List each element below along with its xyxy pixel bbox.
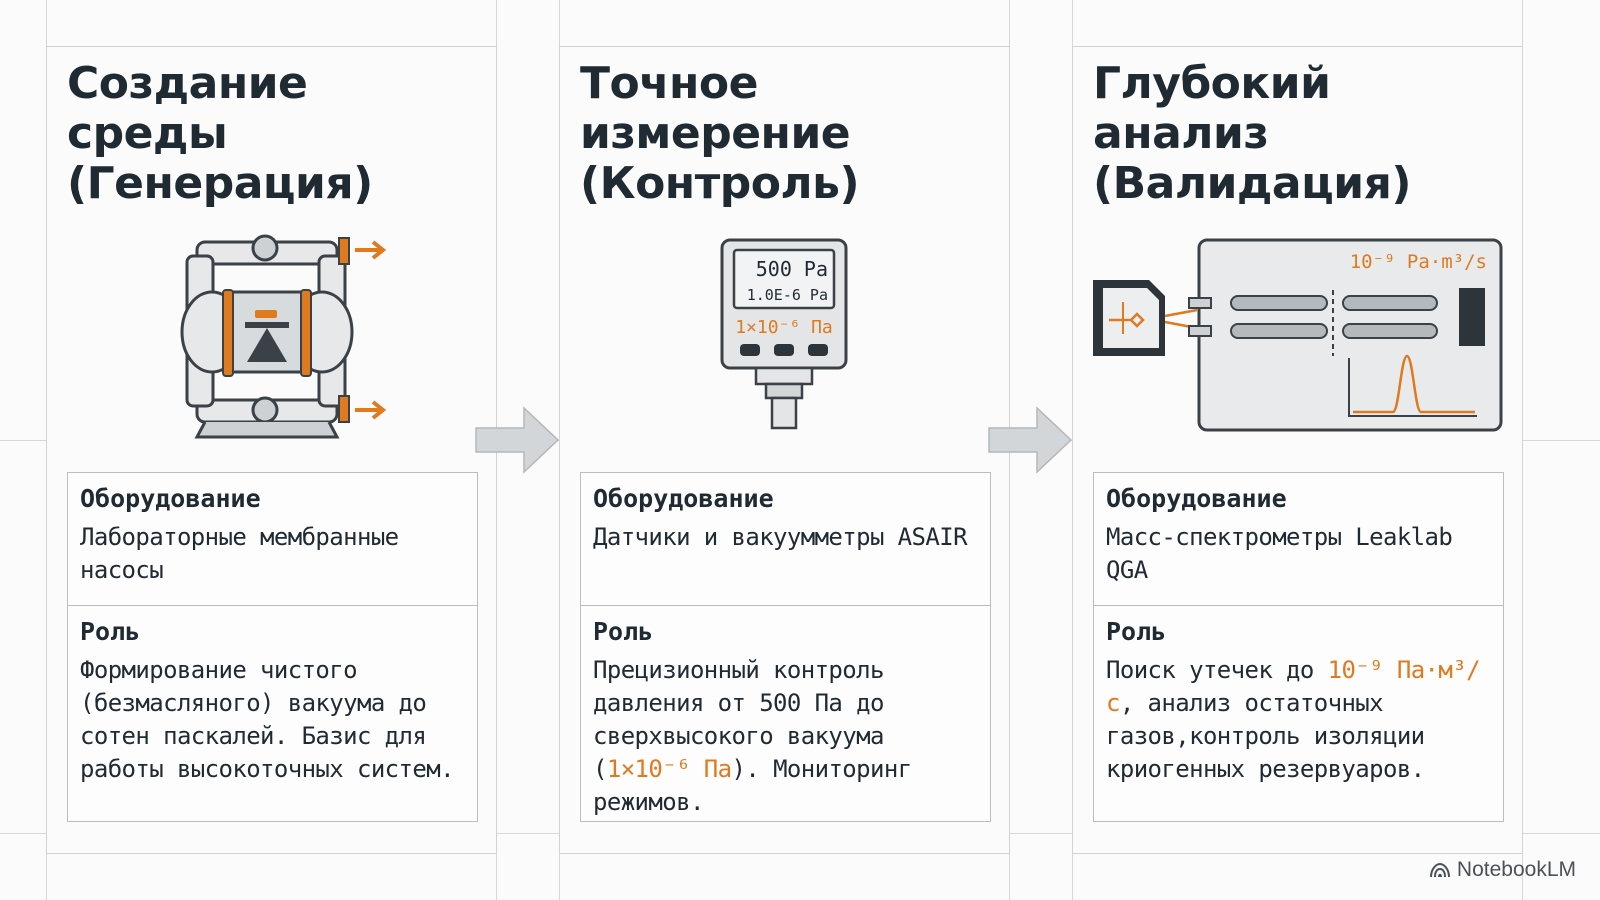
role-text-part: , анализ остаточных газов,контроль изоля… [1106, 689, 1425, 783]
role-text: Поиск утечек до 10⁻⁹ Па·м³/с, анализ ост… [1106, 654, 1491, 786]
equipment-section: Оборудование Лабораторные мембранные нас… [68, 473, 477, 606]
role-text: Прецизионный контроль давления от 500 Па… [593, 654, 978, 819]
panel-control: Точное измерение (Контроль) 500 Pa 1.0E-… [559, 46, 1010, 854]
diaphragm-pump-icon [47, 232, 496, 442]
panel-title: Создание среды (Генерация) [67, 58, 373, 209]
equipment-label: Оборудование [1106, 484, 1287, 513]
role-section: Роль Поиск утечек до 10⁻⁹ Па·м³/с, анали… [1094, 606, 1503, 821]
gauge-reading-primary: 500 Pa [756, 257, 828, 281]
mass-spectrometer-icon: 10⁻⁹ Pa·m³/s [1073, 232, 1522, 442]
equipment-text: Датчики и вакуумметры ASAIR [593, 523, 968, 551]
leak-rate-label: 10⁻⁹ Pa·m³/s [1350, 251, 1487, 273]
role-label: Роль [593, 617, 654, 646]
panel-title: Точное измерение (Контроль) [580, 58, 860, 209]
panel-generation: Создание среды (Генерация) [46, 46, 497, 854]
gauge-reading-secondary: 1.0E-6 Pa [747, 286, 828, 304]
role-section: Роль Прецизионный контроль давления от 5… [581, 606, 990, 821]
panel-validation: Глубокий анализ (Валидация) 10⁻⁹ Pa·m³/ [1072, 46, 1523, 854]
info-card: Оборудование Лабораторные мембранные нас… [67, 472, 478, 822]
role-text: Формирование чистого (безмасляного) ваку… [80, 656, 455, 783]
info-card: Оборудование Датчики и вакуумметры ASAIR… [580, 472, 991, 822]
panel-title: Глубокий анализ (Валидация) [1093, 58, 1411, 209]
role-label: Роль [80, 617, 141, 646]
role-text-part: ). Мониторинг режимов. [593, 755, 912, 816]
equipment-text: Лабораторные мембранные насосы [80, 523, 399, 584]
role-text-part: Поиск утечек до [1106, 656, 1328, 684]
flow-arrow-icon [988, 406, 1073, 474]
brand-label: NotebookLM [1456, 858, 1576, 881]
notebooklm-logo-icon [1429, 862, 1450, 878]
vacuum-gauge-icon: 500 Pa 1.0E-6 Pa 1×10⁻⁶ Па [560, 232, 1009, 442]
equipment-text: Масс-спектрометры Leaklab QGA [1106, 523, 1453, 584]
info-card: Оборудование Масс-спектрометры Leaklab Q… [1093, 472, 1504, 822]
equipment-section: Оборудование Масс-спектрометры Leaklab Q… [1094, 473, 1503, 606]
brand-watermark: NotebookLM [1429, 858, 1576, 882]
role-text-highlight: 10⁻⁹ Па·м³/с [1106, 656, 1481, 717]
role-label: Роль [1106, 617, 1167, 646]
role-section: Роль Формирование чистого (безмасляного)… [68, 606, 477, 821]
flow-arrow-icon [475, 406, 560, 474]
equipment-label: Оборудование [593, 484, 774, 513]
role-text-highlight: 1×10⁻⁶ Па [606, 755, 732, 783]
equipment-section: Оборудование Датчики и вакуумметры ASAIR [581, 473, 990, 606]
role-text-part: Прецизионный контроль давления от 500 Па… [593, 656, 884, 783]
gauge-reading-accent: 1×10⁻⁶ Па [735, 317, 833, 338]
equipment-label: Оборудование [80, 484, 261, 513]
